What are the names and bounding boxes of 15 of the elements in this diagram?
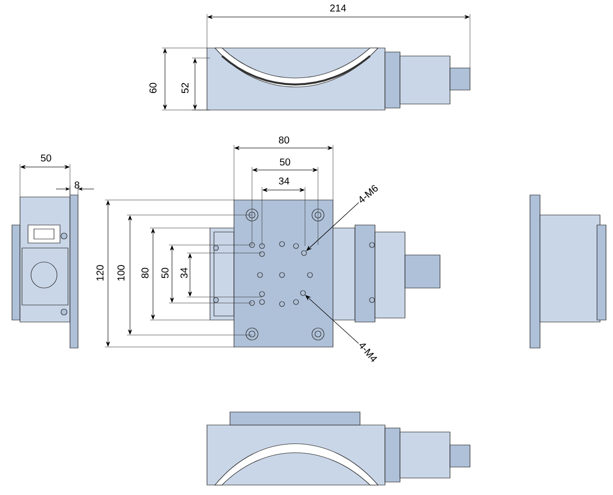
threaded-hole — [300, 290, 306, 296]
threaded-hole — [301, 250, 307, 256]
dimension-value: 52 — [181, 82, 189, 94]
dimension-value: 50 — [280, 158, 290, 166]
dimension-value: 60 — [149, 82, 157, 94]
dimension-value: 8 — [74, 181, 80, 189]
dimension-value: 34 — [278, 177, 290, 185]
dimension-value: 120 — [96, 265, 104, 281]
dimension-value: 50 — [161, 268, 169, 278]
dimension-value: 80 — [278, 136, 290, 144]
dimension-value: 214 — [330, 4, 346, 12]
dimension-value: 80 — [141, 268, 149, 278]
dimension-value: 34 — [180, 268, 188, 278]
dimension-value: 100 — [117, 265, 125, 281]
dimension-value: 50 — [40, 154, 52, 162]
